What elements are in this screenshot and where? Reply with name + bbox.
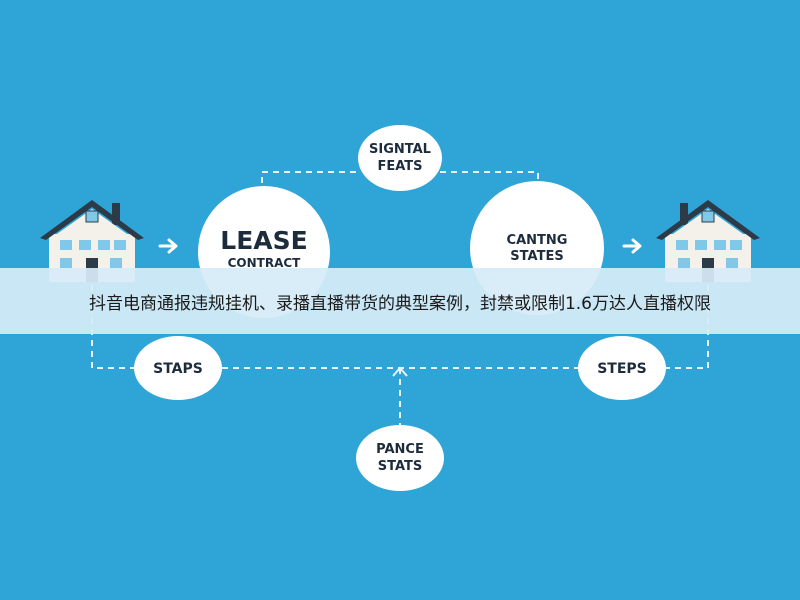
branch-chevron-icon (392, 366, 408, 377)
node-steps-line1: STEPS (597, 361, 647, 377)
node-canting-line2: STATES (510, 249, 563, 264)
node-pance-line2: STATS (378, 459, 423, 474)
caption-text: 抖音电商通报违规挂机、录播直播带货的典型案例，封禁或限制1.6万达人直播权限 (88, 293, 712, 314)
node-pance-line1: PANCE (376, 442, 424, 457)
node-lease-line2: CONTRACT (228, 256, 302, 270)
node-steps: STEPS (578, 336, 666, 400)
node-top-line1: SIGNTAL (369, 142, 431, 157)
arrow-right-icon (622, 238, 642, 254)
node-staps-line1: STAPS (153, 361, 203, 377)
node-top: SIGNTAL FEATS (358, 125, 442, 191)
node-pance: PANCE STATS (356, 425, 444, 491)
node-top-line2: FEATS (377, 159, 422, 174)
node-staps: STAPS (134, 336, 222, 400)
arrow-right-icon (158, 238, 178, 254)
caption-band: 抖音电商通报违规挂机、录播直播带货的典型案例，封禁或限制1.6万达人直播权限 (0, 268, 800, 334)
node-canting-line1: CANTNG (507, 233, 568, 248)
node-lease-line1: LEASE (220, 226, 307, 255)
